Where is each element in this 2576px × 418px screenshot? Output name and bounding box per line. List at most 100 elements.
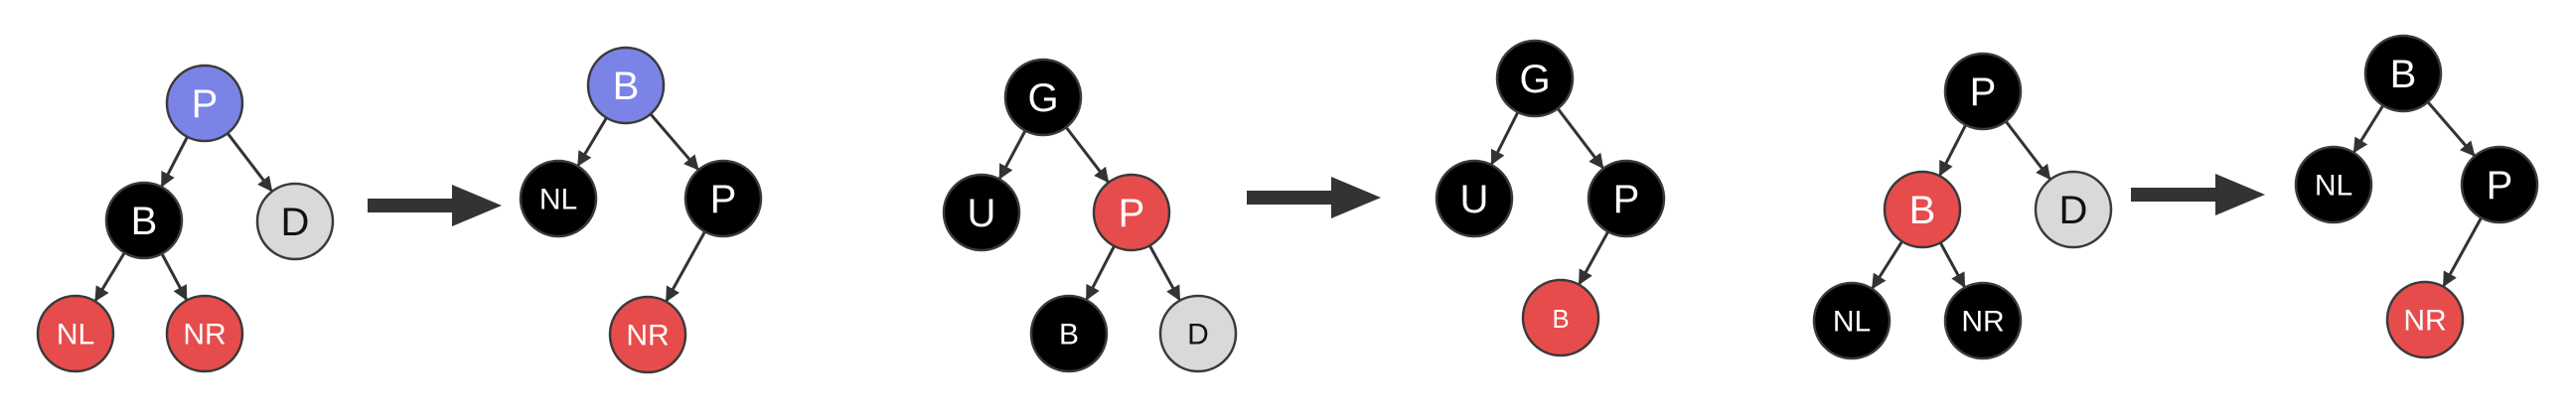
node-b: B [586, 46, 666, 125]
node-g: G [1003, 58, 1083, 137]
node-circle [1521, 278, 1600, 357]
arrow-shaft [368, 199, 454, 212]
node-b: B [1883, 170, 1962, 249]
node-circle [2460, 145, 2539, 224]
node-label: D [281, 201, 310, 244]
edge-p-to-d [1147, 244, 1181, 302]
node-nr: NR [608, 295, 687, 374]
node-circle [1092, 173, 1171, 252]
edge-p-to-d [226, 132, 273, 193]
edge-p-to-b [1938, 124, 1968, 177]
node-label: B [1909, 189, 1936, 232]
node-circle [1158, 294, 1238, 373]
node-circle [2363, 34, 2443, 113]
edge-p-to-b [1578, 230, 1610, 286]
node-label: NL [1833, 306, 1871, 339]
node-label: B [131, 200, 158, 243]
node-label: P [1119, 192, 1145, 235]
node-label: G [1519, 58, 1550, 101]
node-circle [608, 295, 687, 374]
node-label: P [710, 178, 737, 221]
node-label: B [1059, 319, 1079, 351]
node-label: B [2390, 53, 2417, 96]
case3-after-edges [2352, 100, 2483, 288]
case3-after-tree: B NL P NR [2294, 34, 2539, 359]
edge-p-to-b [160, 136, 189, 188]
edge-g-to-u [998, 129, 1027, 180]
node-p: P [683, 159, 763, 238]
node-circle [1943, 281, 2023, 360]
case2-after-tree: G U P B [1435, 39, 1666, 357]
edge-b-to-nl [2352, 104, 2385, 154]
node-nl: NL [2294, 145, 2373, 224]
node-circle [2294, 145, 2373, 224]
node-label: P [2487, 164, 2513, 208]
node-d: D [1158, 294, 1238, 373]
edge-b-to-nr [160, 252, 188, 301]
node-circle [165, 294, 244, 373]
transition-arrow-2 [1247, 177, 1381, 218]
edge-b-to-p [2426, 100, 2476, 157]
node-label: G [1027, 76, 1058, 120]
node-label: NR [1961, 306, 2004, 339]
node-label: B [1552, 304, 1569, 334]
node-nr: NR [2385, 280, 2465, 359]
node-label: P [1613, 178, 1640, 221]
node-b: B [1521, 278, 1600, 357]
case1-after-edges [576, 112, 706, 303]
node-nl: NL [519, 159, 598, 238]
node-nr: NR [1943, 281, 2023, 360]
node-d: D [255, 182, 335, 261]
node-label: U [1460, 178, 1489, 221]
case1-before-tree: P B D NL NR [36, 64, 335, 373]
node-circle [1883, 170, 1962, 249]
arrow-head [452, 185, 502, 226]
node-circle [1003, 58, 1083, 137]
node-circle [255, 182, 335, 261]
node-circle [1943, 52, 2023, 131]
node-label: NR [2403, 305, 2446, 338]
node-label: NR [626, 320, 669, 352]
edge-p-to-nr [665, 230, 706, 303]
edge-p-to-d [2004, 120, 2051, 181]
transition-arrow-1 [368, 185, 502, 226]
case3-before-tree: P B D NL NR [1812, 52, 2113, 360]
node-label: NL [539, 184, 577, 216]
node-nr: NR [165, 294, 244, 373]
edge-p-to-nr [2442, 216, 2483, 288]
node-label: NL [57, 319, 94, 351]
case2-after-edges [1490, 107, 1610, 286]
node-b: B [2363, 34, 2443, 113]
node-g: G [1495, 39, 1575, 118]
node-circle [1495, 39, 1575, 118]
node-nl: NL [36, 294, 115, 373]
edge-p-to-b [1085, 245, 1116, 301]
edge-g-to-p [1556, 107, 1604, 170]
node-circle [1029, 294, 1109, 373]
node-label: P [1970, 70, 1997, 114]
node-label: D [1187, 319, 1209, 351]
edge-b-to-nl [1871, 240, 1903, 290]
node-b: B [104, 181, 184, 260]
node-p: P [1587, 159, 1666, 238]
case1-before-edges [93, 132, 273, 302]
edge-g-to-u [1490, 111, 1520, 166]
edges-layer [93, 100, 2483, 303]
node-p: P [165, 64, 244, 143]
node-label: NL [2315, 170, 2352, 203]
case1-after-tree: B NL P NR [519, 46, 763, 374]
node-circle [519, 159, 598, 238]
transition-arrow-3 [2131, 174, 2265, 215]
node-u: U [1435, 159, 1514, 238]
node-label: P [192, 82, 219, 126]
node-label: D [2059, 189, 2088, 232]
case2-before-edges [998, 126, 1181, 302]
node-circle [1587, 159, 1666, 238]
node-circle [2034, 170, 2113, 249]
case3-before-edges [1871, 120, 2051, 290]
node-label: B [613, 65, 640, 108]
edge-g-to-p [1064, 126, 1110, 184]
arrow-shaft [2131, 188, 2217, 202]
